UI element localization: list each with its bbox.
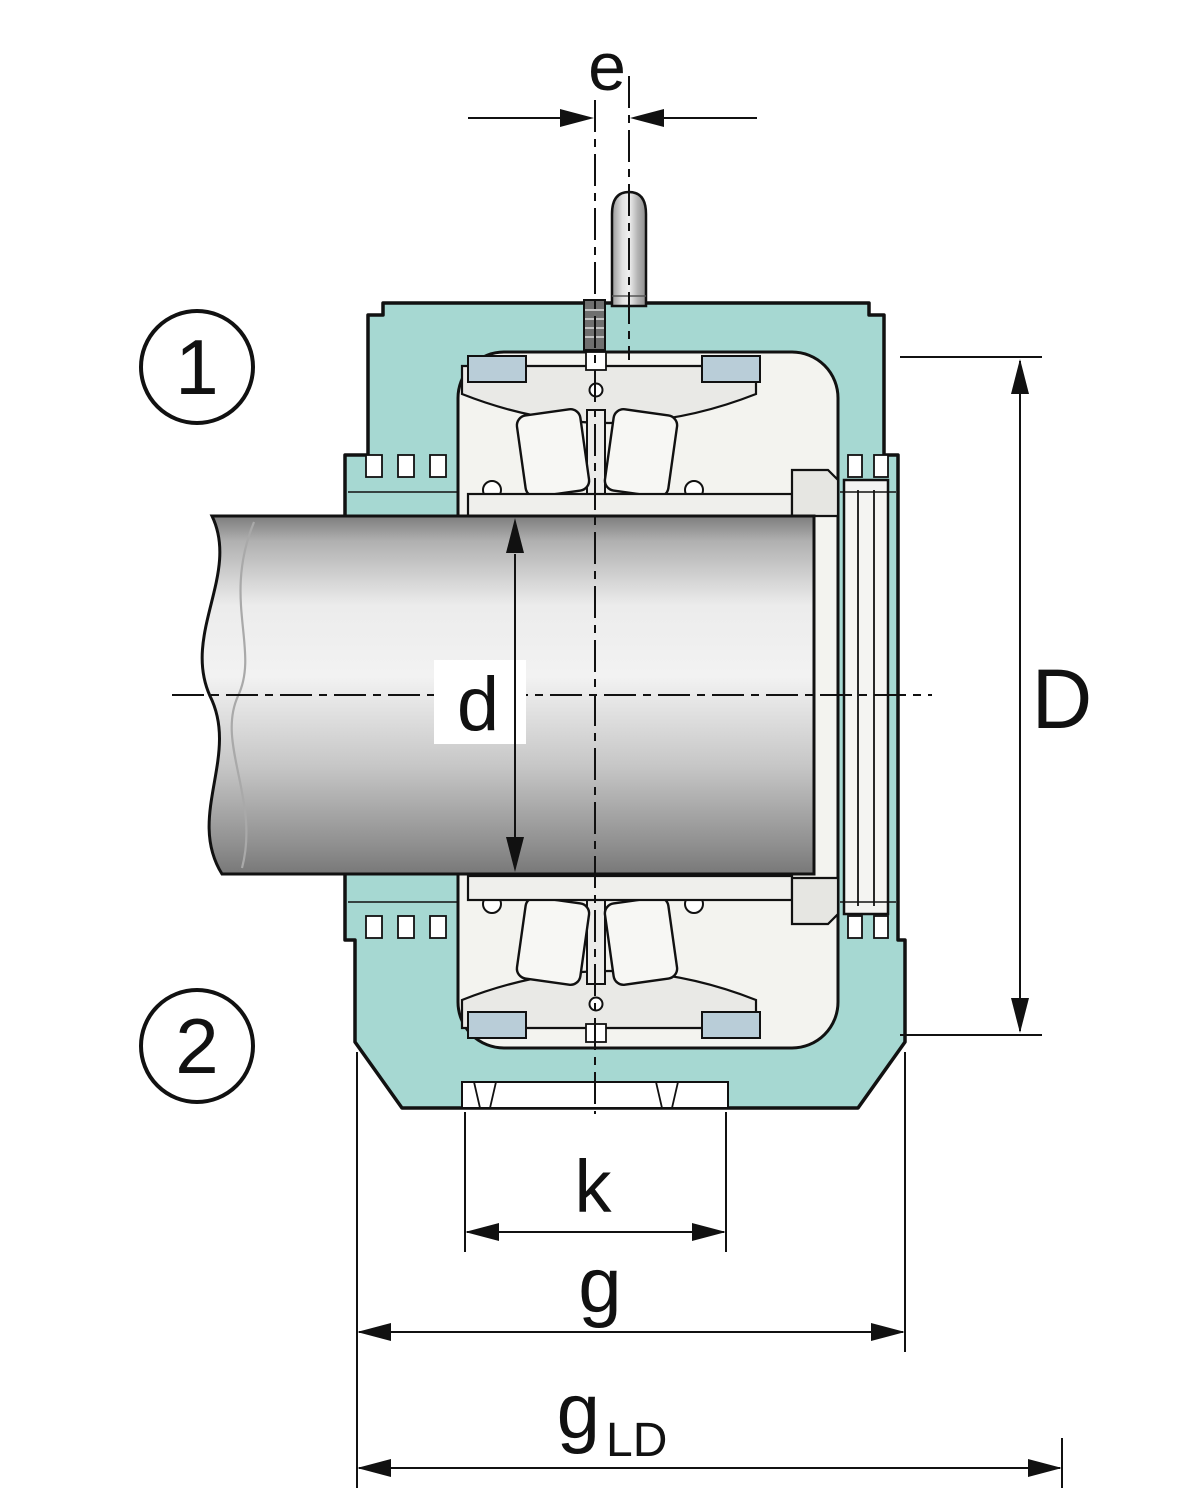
dim-label-D: D: [1032, 652, 1093, 746]
inner-ring-bottom: [466, 874, 794, 902]
arrowhead: [1011, 359, 1029, 394]
dim-label-d: d: [457, 662, 499, 747]
callout-1-label: 1: [175, 323, 218, 411]
outer-ring-accent: [701, 1011, 761, 1039]
seal-tooth: [873, 915, 889, 939]
arrowhead: [1011, 998, 1029, 1033]
dim-label-e: e: [588, 29, 626, 105]
roller: [603, 896, 679, 986]
callout-2-circle: [139, 988, 255, 1104]
base-notch: [472, 1081, 498, 1109]
base-notch: [654, 1081, 680, 1109]
dim-label-gld-main: g: [557, 1367, 600, 1455]
arrowhead: [871, 1323, 905, 1341]
dimension-g: g: [356, 1052, 906, 1488]
dimension-e: e: [468, 29, 757, 127]
lock-nut-bottom: [790, 876, 840, 926]
seal-tooth: [365, 454, 383, 478]
labyrinth-seals: [348, 454, 896, 939]
seal-tooth: [397, 454, 415, 478]
arrowhead: [465, 1223, 499, 1241]
callout-1-circle: [139, 309, 255, 425]
dimension-d: d: [434, 518, 526, 872]
arrowhead: [506, 518, 524, 553]
outer-ring-accent: [467, 355, 527, 383]
dim-label-gld-sub: LD: [606, 1414, 667, 1467]
dimension-gLD: g LD: [357, 1367, 1063, 1488]
arrowhead: [357, 1323, 391, 1341]
seal-tooth: [847, 915, 863, 939]
roller: [603, 408, 679, 498]
roller: [515, 408, 591, 498]
callout-1: 1: [139, 309, 255, 425]
inner-ring-top: [466, 492, 794, 520]
dimension-D: D: [900, 356, 1093, 1036]
end-cover: [842, 478, 890, 916]
lock-nut-top: [790, 468, 840, 518]
seal-tooth: [873, 454, 889, 478]
callout-2-label: 2: [175, 1002, 218, 1090]
seal-tooth: [429, 454, 447, 478]
seal-tooth: [847, 454, 863, 478]
seal-tooth: [397, 915, 415, 939]
callout-2: 2: [139, 988, 255, 1104]
outer-ring-accent: [467, 1011, 527, 1039]
arrowhead: [1028, 1459, 1062, 1477]
seal-tooth: [365, 915, 383, 939]
arrowhead: [630, 109, 664, 127]
label-backplate: [434, 660, 526, 744]
spherical-roller-bearing: [460, 351, 840, 1043]
seal-tooth: [429, 915, 447, 939]
centerlines: [172, 76, 932, 1114]
arrowhead: [692, 1223, 726, 1241]
dim-label-g: g: [578, 1241, 621, 1329]
outer-ring-accent: [701, 355, 761, 383]
roller: [515, 896, 591, 986]
dimension-k: k: [464, 1112, 727, 1252]
arrowhead: [357, 1459, 391, 1477]
arrowhead: [560, 109, 594, 127]
arrowhead: [506, 837, 524, 872]
dim-label-k: k: [575, 1145, 613, 1228]
